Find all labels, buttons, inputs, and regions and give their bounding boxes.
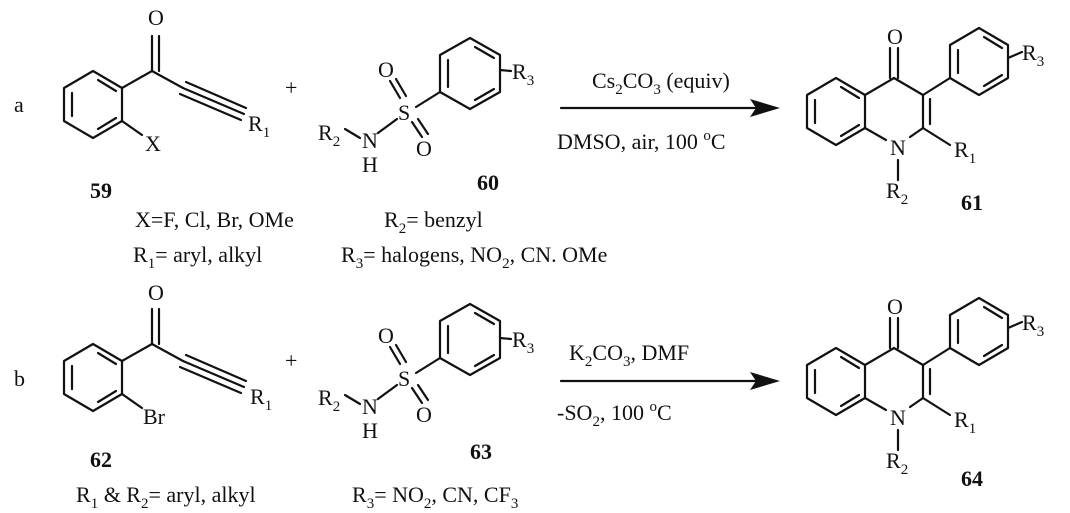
reactant-60: R2 N H S O O R3 60 [318,36,534,195]
carbonyl-oxygen: O [148,280,164,305]
reaction-arrow-a [559,99,780,117]
sulfonyl-oxygen-bottom: O [416,136,432,161]
hydrogen: H [362,418,378,443]
bromine-substituent: Br [143,404,166,429]
product-61: O N R2 R1 R3 61 [805,24,1044,215]
hydrogen: H [362,152,378,177]
conditions-so2-loss: -SO2, 100 oC [557,399,672,430]
sulfonyl-oxygen-top: O [378,57,394,82]
scheme-a-label: a [14,92,24,117]
benzene-ring [948,26,1010,97]
r3-label: R3 [1022,310,1044,340]
compound-number-61: 61 [961,190,983,215]
compound-number-60: 60 [477,170,499,195]
r2-label: R2 [886,178,908,208]
sulfonyl-oxygen-top: O [378,323,394,348]
r3-label: R3 [1022,40,1044,70]
r1-label: R1 [250,384,272,414]
nitrogen: N [362,394,378,419]
compound-number-62: 62 [90,447,112,472]
reagent-cs2co3: Cs2CO3 (equiv) [592,68,730,98]
benzene-ring [438,302,502,377]
substituent-x: X [145,131,161,156]
sulfur: S [398,100,410,125]
note-x-substituents: X=F, Cl, Br, OMe [135,207,294,232]
benzene-ring [438,36,502,111]
note-r3: R3= NO2, CN, CF3 [352,482,518,512]
carbonyl-oxygen: O [887,24,903,49]
r2-label: R2 [318,120,340,150]
compound-number-64: 64 [961,466,983,491]
scheme-a: a O X R1 59 + R2 N H S [14,5,1044,272]
product-64: O N R2 R1 R3 64 [805,294,1044,491]
reagent-k2co3: K2CO3, DMF [569,340,689,370]
r1-label: R1 [248,111,270,141]
r3-label: R3 [512,59,534,89]
r1-label: R1 [954,137,976,167]
nitrogen: N [890,135,906,160]
reactant-62: O Br R1 62 [62,280,272,472]
benzene-ring [948,296,1010,367]
note-r1-r2: R1 & R2= aryl, alkyl [76,482,256,512]
reactant-59: O X R1 59 [62,5,270,203]
r2-label: R2 [318,385,340,415]
reaction-arrow-b [559,372,780,390]
reactant-63: R2 N H S O O R3 63 [318,302,534,464]
note-r3: R3= halogens, NO2, CN. OMe [341,242,607,272]
nitrogen: N [362,128,378,153]
scheme-b: b O Br R1 62 + R2 N H [14,280,1044,512]
compound-number-59: 59 [90,178,112,203]
compound-number-63: 63 [470,439,492,464]
scheme-b-label: b [14,366,25,391]
r3-label: R3 [512,327,534,357]
sulfonyl-oxygen-bottom: O [416,402,432,427]
nitrogen: N [890,405,906,430]
plus-sign: + [285,75,297,100]
r1-label: R1 [954,407,976,437]
r2-label: R2 [886,448,908,478]
carbonyl-oxygen: O [887,294,903,319]
conditions-dmso: DMSO, air, 100 oC [557,128,726,154]
note-r2: R2= benzyl [384,207,483,237]
note-r1: R1= aryl, alkyl [133,242,262,272]
carbonyl-oxygen: O [148,5,164,30]
plus-sign: + [285,348,297,373]
sulfur: S [398,366,410,391]
